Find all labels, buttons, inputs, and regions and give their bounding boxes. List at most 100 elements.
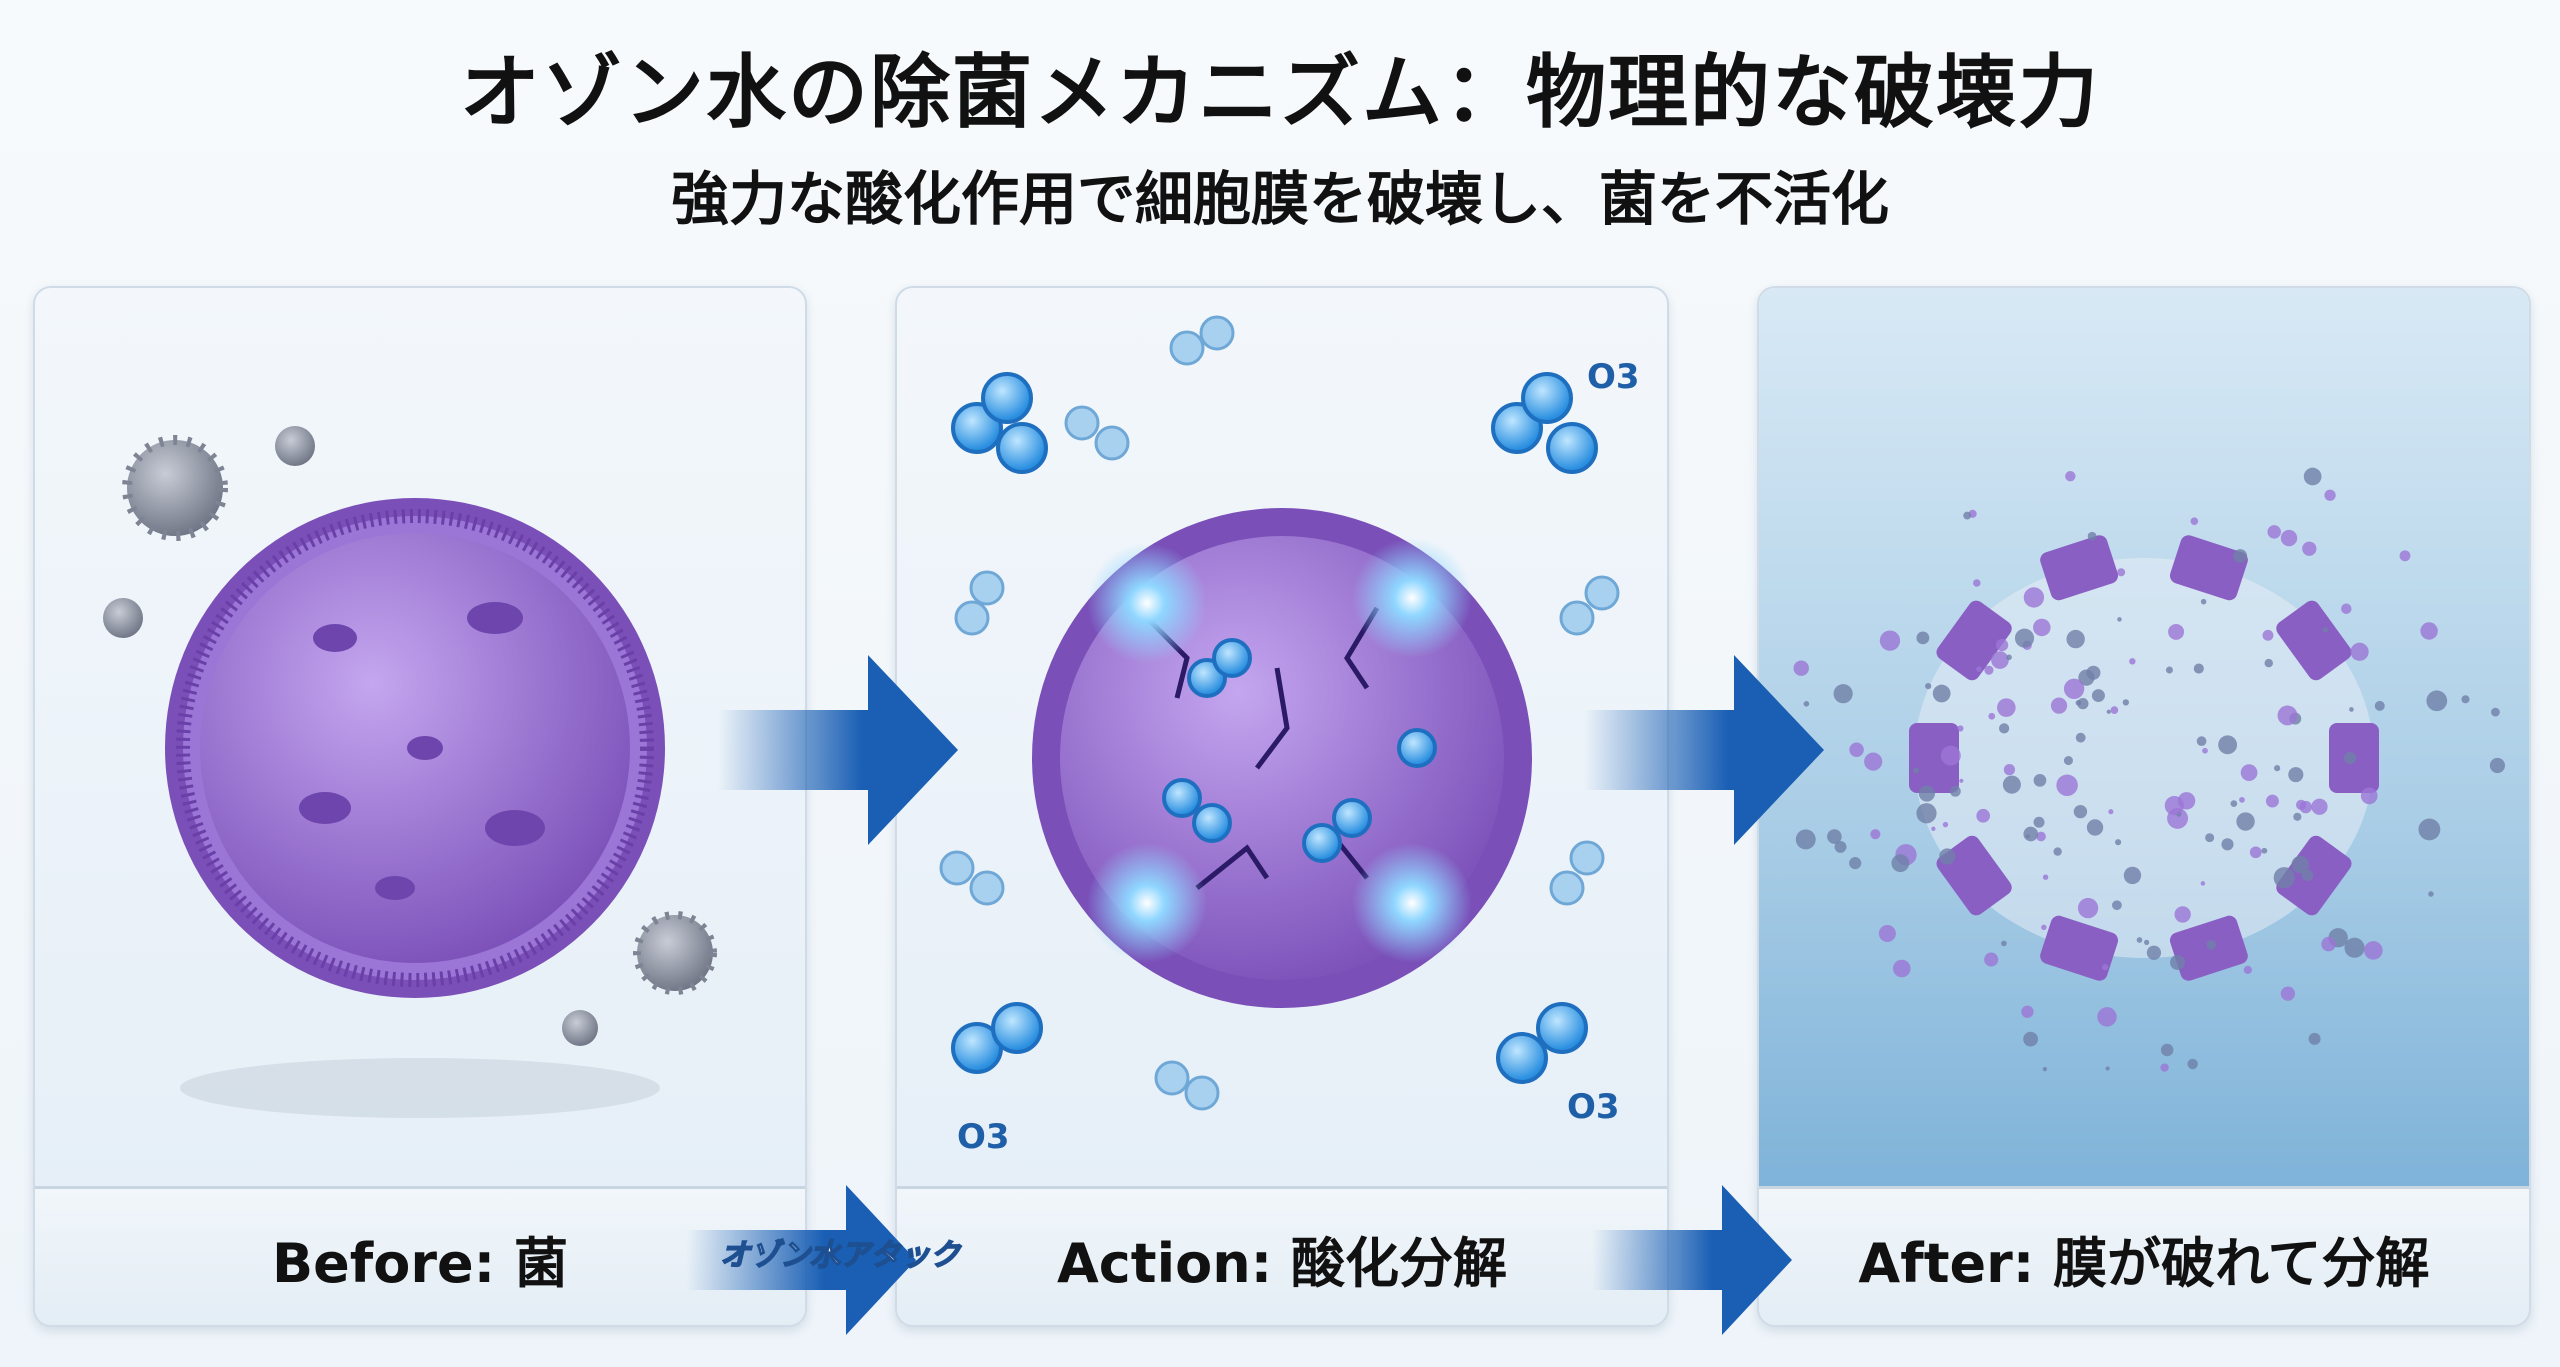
debris-particle (1864, 752, 1883, 771)
debris-particle (2050, 697, 2068, 714)
debris-particle (2280, 529, 2298, 547)
debris-particle (2262, 629, 2274, 641)
page-subtitle: 強力な酸化作用で細胞膜を破壊し、菌を不活化 (670, 165, 1889, 233)
debris-particle (1940, 745, 1961, 766)
debris-particle (2063, 756, 2073, 766)
membrane-fragment (1936, 600, 2012, 681)
debris-particle (2322, 627, 2329, 633)
debris-particle (2106, 709, 2111, 714)
debris-particle (2136, 937, 2143, 943)
virus-icon (562, 1010, 598, 1046)
debris-particle (2291, 855, 2310, 874)
virus-icon (122, 435, 228, 541)
debris-particle (2205, 833, 2215, 843)
debris-particle (2160, 1063, 2169, 1072)
debris-particle (1949, 785, 1961, 797)
debris-particle (2165, 666, 2173, 674)
debris-particle (2349, 707, 2354, 712)
debris-particle (2042, 874, 2049, 880)
debris-particle (2101, 963, 2109, 971)
debris-particle (2041, 924, 2047, 931)
o3-label: O3 (957, 1117, 1010, 1157)
debris-particle (1878, 924, 1896, 943)
caption-before: Before: 菌 (35, 1186, 805, 1325)
debris-particle (1827, 829, 1842, 844)
debris-particle (2033, 816, 2045, 828)
virus-icon (633, 911, 717, 995)
debris-particle (2190, 517, 2199, 525)
debris-particle (1973, 579, 1981, 587)
arrow-right-icon (718, 655, 958, 845)
debris-particle (2177, 792, 2196, 810)
debris-particle (1997, 698, 2016, 717)
debris-particle (2014, 628, 2035, 648)
debris-particle (2033, 618, 2051, 637)
debris-particle (2420, 622, 2438, 640)
debris-particle (2273, 867, 2295, 889)
debris-particle (2023, 1031, 2039, 1047)
panel-after: After: 膜が破れて分解 (1757, 286, 2531, 1327)
debris-particle (1834, 840, 1847, 853)
debris-particle (2110, 706, 2119, 714)
debris-particle (2168, 623, 2185, 640)
debris-particle (1976, 808, 1991, 823)
debris-particle (2036, 831, 2046, 842)
membrane-fragment (2276, 835, 2352, 916)
ozone-attack-label: オゾン水アタック (719, 1237, 961, 1274)
debris-particle (2170, 954, 2186, 970)
debris-particle (2243, 965, 2252, 974)
debris-particle (2261, 847, 2268, 854)
debris-particle (2146, 945, 2162, 960)
debris-particle (2112, 900, 2122, 911)
debris-particle (1942, 821, 1949, 828)
bacterium-illustration (35, 288, 805, 1186)
debris-particle (2321, 936, 2336, 952)
debris-particle (1918, 785, 1935, 802)
debris-particle (1931, 826, 1936, 831)
debris-particle (2202, 747, 2208, 754)
page-title: オゾン水の除菌メカニズム：物理的な破壊力 (460, 46, 2100, 139)
debris-particle (2003, 763, 2016, 776)
debris-particle (2236, 812, 2255, 831)
debris-particle (1995, 638, 2009, 652)
debris-particle (2350, 642, 2369, 661)
debris-particle (2075, 732, 2086, 743)
debris-particle (2301, 869, 2314, 881)
debris-particle (1870, 829, 1881, 840)
debris-particle (2240, 764, 2258, 781)
debris-particle (2063, 678, 2085, 699)
debris-particle (2265, 794, 2279, 808)
debris-particle (2174, 906, 2191, 923)
debris-particle (2288, 767, 2304, 783)
debris-particle (1793, 660, 1809, 676)
o3-label: O3 (1567, 1087, 1620, 1127)
debris-particle (2105, 1066, 2110, 1071)
debris-particle (2399, 550, 2411, 562)
debris-particle (2267, 525, 2281, 539)
debris-particle (1913, 767, 1920, 774)
debris-particle (2023, 587, 2045, 608)
panel-before: Before: 菌 (33, 286, 807, 1327)
debris-particle (2091, 689, 2105, 703)
debris-particle (2021, 1005, 2034, 1018)
arrow-right-icon (1584, 655, 1824, 845)
debris-particle (1984, 665, 1994, 675)
oxidation-illustration: O3 O3 O3 (897, 288, 1667, 1186)
destroyed-cell-illustration (1759, 288, 2529, 1186)
debris-particle (2023, 826, 2039, 842)
debris-particle (2129, 658, 2136, 665)
debris-particle (1976, 666, 1982, 672)
debris-particle (2066, 629, 2085, 649)
debris-particle (1991, 651, 2009, 669)
membrane-fragment (1936, 835, 2012, 916)
membrane-fragment (2276, 600, 2352, 681)
debris-particle (1891, 854, 1910, 873)
debris-particle (2053, 847, 2062, 856)
debris-particle (2117, 568, 2126, 577)
panel-action: O3 O3 O3 Action: 酸化分解 (895, 286, 1669, 1327)
debris-particle (2160, 1043, 2174, 1057)
debris-particle (2006, 654, 2012, 661)
debris-particle (2200, 598, 2207, 605)
virus-icon (275, 426, 315, 466)
debris-particle (2187, 1058, 2198, 1070)
